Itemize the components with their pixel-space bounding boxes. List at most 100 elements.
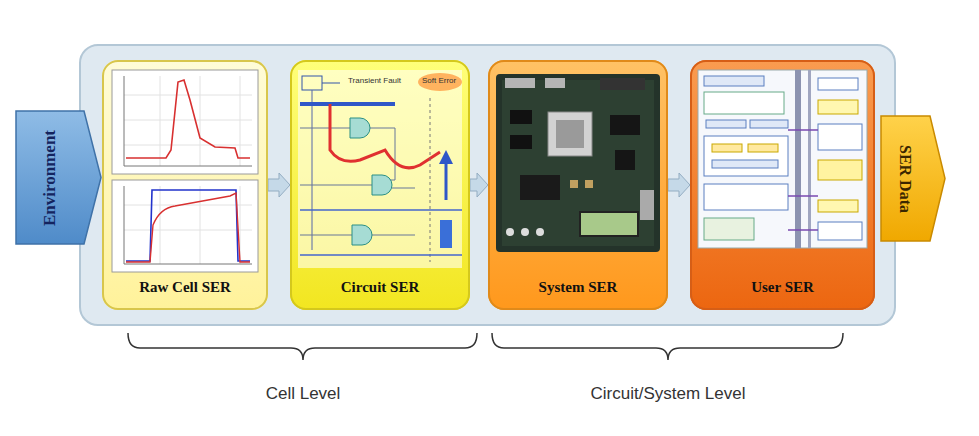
circuit-schematic bbox=[352, 225, 372, 245]
block-diagram bbox=[750, 120, 788, 128]
board-photo bbox=[610, 115, 640, 135]
board-photo bbox=[585, 180, 593, 188]
output-arrow-outline bbox=[881, 116, 945, 241]
block-diagram bbox=[698, 70, 867, 248]
block-diagram bbox=[808, 70, 811, 248]
block-diagram bbox=[704, 218, 754, 240]
circuit-schematic bbox=[445, 160, 448, 200]
board-photo bbox=[615, 150, 635, 170]
circuit-schematic bbox=[440, 220, 452, 248]
board-photo bbox=[521, 228, 529, 236]
level-label: Cell Level bbox=[266, 384, 341, 404]
stage-box: Raw Cell SER bbox=[102, 60, 268, 310]
board-photo bbox=[496, 74, 660, 252]
waveform-plots bbox=[124, 205, 252, 206]
block-diagram bbox=[704, 92, 784, 114]
board-photo bbox=[640, 190, 654, 220]
circuit-schematic bbox=[300, 209, 462, 211]
waveform-plots bbox=[124, 120, 252, 121]
board-photo bbox=[580, 212, 638, 236]
block-diagram bbox=[818, 100, 858, 114]
stage-box: Circuit SER bbox=[290, 60, 470, 310]
waveform-plots bbox=[124, 186, 252, 264]
block-diagram bbox=[748, 144, 778, 152]
board-photo bbox=[510, 110, 532, 124]
circuit-schematic bbox=[418, 73, 462, 91]
block-diagram bbox=[704, 184, 788, 210]
block-diagram bbox=[818, 78, 858, 90]
waveform-plots bbox=[200, 186, 201, 264]
flow-arrow bbox=[470, 173, 488, 197]
board-photo bbox=[505, 78, 535, 88]
block-diagram bbox=[818, 222, 862, 240]
circuit-schematic bbox=[298, 70, 462, 268]
circuit-schematic bbox=[302, 76, 322, 90]
waveform-plots bbox=[240, 76, 241, 166]
block-diagram bbox=[818, 124, 862, 150]
waveform-plots bbox=[112, 180, 258, 272]
level-bracket bbox=[128, 333, 477, 360]
flow-arrow bbox=[268, 173, 290, 197]
block-diagram bbox=[698, 70, 867, 248]
node-label: Raw Cell SER bbox=[139, 279, 231, 296]
board-photo bbox=[556, 120, 584, 148]
waveform-plots bbox=[160, 76, 161, 166]
box-fill bbox=[488, 60, 668, 310]
block-diagram bbox=[712, 160, 778, 168]
node-label: Circuit SER bbox=[341, 279, 419, 296]
block-diagram bbox=[795, 70, 801, 248]
waveform-plots bbox=[126, 190, 250, 261]
flow-arrow bbox=[668, 173, 690, 197]
block-diagram bbox=[818, 200, 858, 212]
board-photo bbox=[502, 80, 654, 246]
waveform-plots bbox=[112, 70, 258, 174]
figure-label: Transient Fault bbox=[348, 76, 401, 85]
waveform-plots bbox=[124, 76, 252, 166]
node-label: Environment bbox=[40, 129, 60, 225]
circuit-schematic bbox=[300, 254, 462, 256]
board-photo bbox=[520, 175, 560, 200]
waveform-plots bbox=[112, 70, 258, 272]
circuit-schematic bbox=[439, 150, 453, 164]
circuit-schematic bbox=[322, 83, 340, 84]
waveform-plots bbox=[124, 186, 252, 264]
node-label: System SER bbox=[539, 279, 618, 296]
board-photo bbox=[506, 228, 514, 236]
block-diagram bbox=[704, 76, 764, 86]
board-photo bbox=[496, 74, 660, 252]
circuit-schematic bbox=[300, 102, 395, 106]
box-fill bbox=[690, 60, 875, 310]
box-fill bbox=[290, 60, 470, 310]
figure-label: Soft Error bbox=[422, 76, 456, 85]
node-label: User SER bbox=[751, 279, 814, 296]
block-diagram bbox=[704, 136, 788, 176]
circuit-schematic bbox=[312, 90, 313, 250]
circuit-schematic bbox=[298, 70, 462, 268]
circuit-schematic bbox=[350, 118, 370, 138]
board-photo bbox=[600, 78, 645, 90]
level-bracket bbox=[492, 333, 843, 360]
level-label: Circuit/System Level bbox=[591, 384, 746, 404]
waveform-plots bbox=[124, 145, 252, 146]
node-label: SER Data bbox=[896, 144, 914, 212]
circuit-schematic bbox=[300, 128, 415, 235]
output-arrow: SER Data bbox=[880, 115, 946, 242]
block-diagram bbox=[818, 160, 862, 180]
board-photo bbox=[545, 78, 565, 88]
board-photo bbox=[510, 135, 532, 149]
outer-panel bbox=[80, 45, 895, 325]
input-arrow: Environment bbox=[15, 110, 102, 245]
stage-box: System SER bbox=[488, 60, 668, 310]
block-diagram bbox=[788, 130, 818, 230]
circuit-schematic bbox=[330, 104, 440, 168]
block-diagram bbox=[706, 120, 746, 128]
waveform-plots bbox=[124, 230, 252, 231]
block-diagram bbox=[712, 144, 742, 152]
input-arrow-outline bbox=[16, 111, 101, 244]
waveform-plots bbox=[124, 76, 252, 166]
board-photo bbox=[536, 228, 544, 236]
stage-box: User SER bbox=[690, 60, 875, 310]
circuit-schematic bbox=[430, 98, 431, 262]
board-photo bbox=[548, 112, 592, 156]
